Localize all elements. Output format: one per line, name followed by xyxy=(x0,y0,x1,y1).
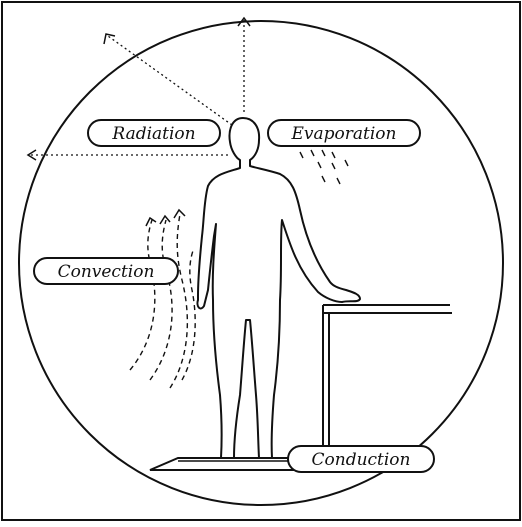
evaporation-label: Evaporation xyxy=(268,120,420,146)
human-figure xyxy=(197,118,360,458)
evaporation-label-text: Evaporation xyxy=(291,124,397,144)
radiation-label: Radiation xyxy=(88,120,220,146)
evaporation-droplets xyxy=(300,150,348,184)
convection-label-text: Convection xyxy=(58,262,155,282)
conduction-label: Conduction xyxy=(288,446,434,472)
convection-label: Convection xyxy=(34,258,178,284)
convection-currents xyxy=(130,214,195,388)
radiation-label-text: Radiation xyxy=(111,124,195,144)
conduction-label-text: Conduction xyxy=(312,450,411,470)
